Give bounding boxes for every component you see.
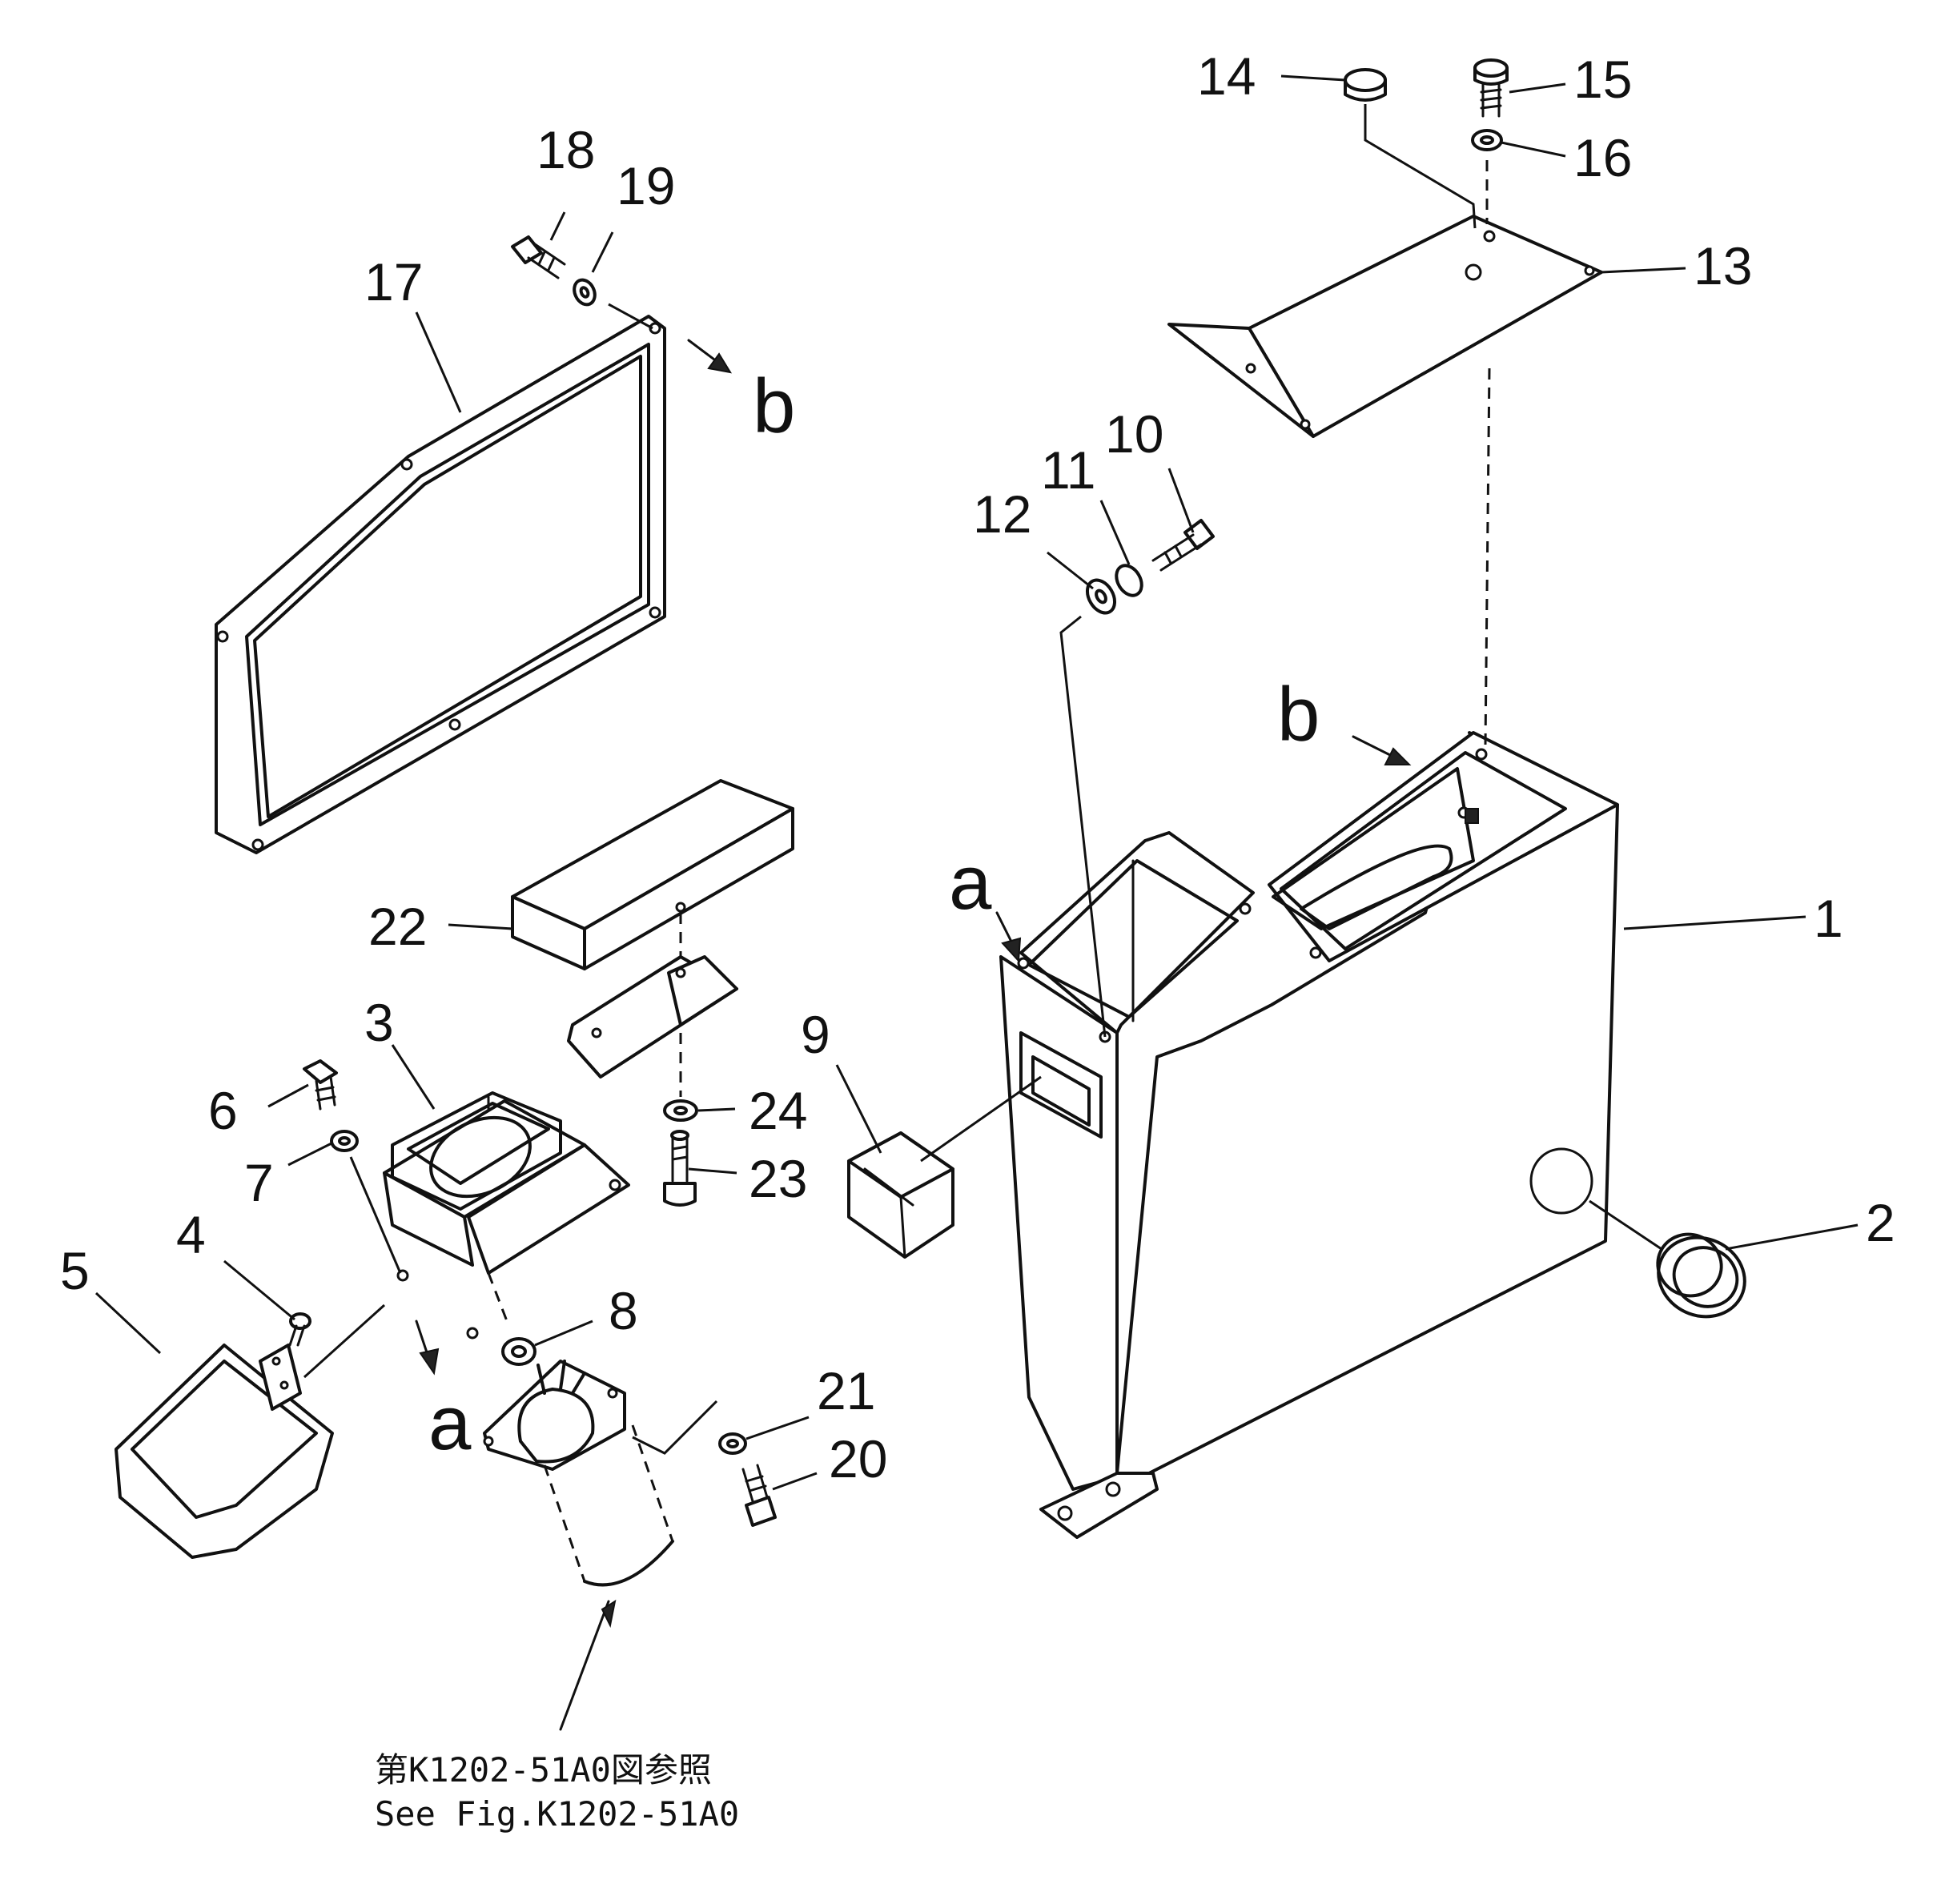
console-box-part-1 — [999, 731, 1619, 1539]
washer-part-12 — [1085, 578, 1117, 615]
callout-4: 4 — [176, 1205, 206, 1264]
frame-part-17 — [215, 315, 666, 854]
control-lever — [483, 1360, 718, 1731]
callout-22: 22 — [368, 897, 427, 956]
callout-23: 23 — [749, 1149, 807, 1208]
callout-16: 16 — [1573, 128, 1632, 187]
spring-washer-part-11 — [1115, 564, 1143, 597]
washer-part-24 — [663, 1033, 698, 1122]
reference-note: 第K1202-51A0図参照 See Fig.K1202-51A0 — [375, 1750, 739, 1834]
bracket-part-3 — [383, 955, 738, 1340]
callout-24: 24 — [749, 1081, 807, 1140]
armrest-pad-part-22 — [511, 779, 794, 970]
bolt-part-10 — [1151, 519, 1215, 572]
grommet-part-2 — [1589, 1199, 1746, 1319]
callout-7: 7 — [244, 1153, 274, 1212]
leader-lines — [94, 74, 1859, 1491]
ref-letter-b-left: b — [753, 364, 795, 449]
callout-12: 12 — [973, 484, 1031, 544]
washer-part-19 — [573, 278, 653, 330]
callout-15: 15 — [1573, 50, 1632, 109]
ref-letter-a-right: a — [949, 840, 992, 926]
ref-letter-a-left: a — [428, 1380, 472, 1466]
note-japanese: 第K1202-51A0図参照 — [375, 1750, 712, 1790]
callout-1: 1 — [1814, 889, 1843, 948]
callout-17: 17 — [364, 252, 423, 311]
ref-letter-b-right: b — [1277, 672, 1320, 757]
callout-14: 14 — [1197, 46, 1256, 106]
plug-part-14 — [1344, 68, 1477, 229]
callout-2: 2 — [1866, 1193, 1895, 1252]
bolt-part-18 — [511, 235, 566, 279]
switch-part-9 — [847, 1075, 1042, 1259]
guide-line-13-to-1 — [1484, 368, 1491, 745]
callout-13: 13 — [1694, 236, 1752, 295]
reference-letters: b b a a — [428, 364, 1320, 1466]
arrow-a-right — [995, 911, 1022, 963]
callout-5: 5 — [60, 1241, 90, 1300]
bolt-part-6 — [303, 1059, 338, 1111]
note-english: See Fig.K1202-51A0 — [375, 1794, 739, 1834]
callout-10: 10 — [1105, 404, 1163, 464]
top-plate-part-13 — [1167, 215, 1603, 438]
callout-3: 3 — [364, 993, 394, 1052]
callout-numbers: 1 2 3 4 5 6 7 8 9 10 11 12 13 14 15 16 1… — [60, 46, 1895, 1488]
callout-9: 9 — [801, 1005, 830, 1064]
washer-part-21 — [718, 1432, 747, 1455]
arrow-a-left — [415, 1320, 440, 1376]
bolt-part-23 — [663, 1130, 697, 1207]
arrow-b-left — [687, 339, 733, 374]
callout-18: 18 — [536, 120, 595, 179]
arrow-b-right — [1352, 735, 1412, 765]
callout-20: 20 — [829, 1429, 887, 1488]
callout-8: 8 — [609, 1281, 638, 1340]
callout-11: 11 — [1041, 440, 1096, 500]
guide-line-12-to-1 — [1059, 615, 1107, 1038]
cup-part-5 — [115, 1303, 386, 1559]
washer-part-7 — [330, 1130, 402, 1274]
washer-part-16 — [1471, 129, 1503, 224]
bolt-part-15 — [1473, 58, 1509, 118]
callout-19: 19 — [617, 156, 675, 215]
nut-part-8 — [501, 1337, 536, 1366]
callout-21: 21 — [817, 1361, 875, 1420]
bolt-part-20 — [741, 1464, 777, 1527]
callout-6: 6 — [208, 1081, 238, 1140]
screw-part-4 — [288, 1312, 311, 1347]
